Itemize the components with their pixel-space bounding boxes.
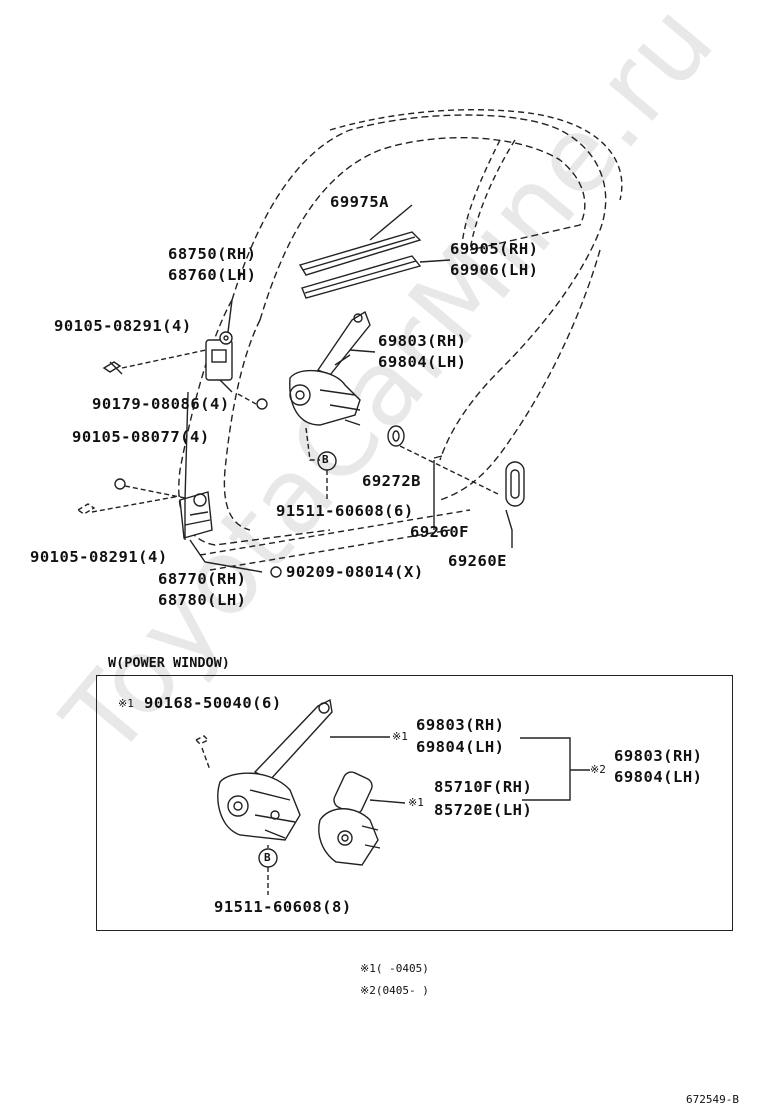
label-69803: 69803(RH) (378, 332, 467, 350)
run-channel-69975A (298, 231, 422, 276)
footnote-1: ※1( -0405) (360, 962, 429, 975)
label-68780: 68780(LH) (158, 591, 247, 609)
label-69804: 69804(LH) (378, 353, 467, 371)
label-90179: 90179-08086(4) (92, 395, 230, 413)
mark-1-b: ※1 (392, 730, 408, 743)
label-90105-08291-a: 90105-08291(4) (54, 317, 192, 335)
label-85720E: 85720E(LH) (434, 801, 533, 819)
bolt-90105-a (102, 349, 207, 375)
label-90168: 90168-50040(6) (144, 694, 282, 712)
callout-b-lower: B (264, 851, 272, 864)
window-motor-85710F (318, 771, 381, 866)
mark-1-c: ※1 (408, 796, 424, 809)
hinge-68770 (179, 491, 263, 573)
pin-90209 (270, 566, 282, 578)
nut-90179 (237, 393, 268, 410)
label-pw-69804: 69804(LH) (416, 738, 505, 756)
bolt-90105-b (114, 478, 196, 501)
footnote-2: ※2(0405- ) (360, 984, 429, 997)
label-68770: 68770(RH) (158, 570, 247, 588)
power-window-box (96, 675, 733, 931)
diagram-id: 672549-B (686, 1093, 739, 1106)
bolt-90105-c (76, 495, 181, 515)
label-91511-upper: 91511-60608(6) (276, 502, 414, 520)
mark-2: ※2 (590, 763, 606, 776)
window-regulator-69803-pw (217, 698, 333, 841)
door-outer-edge (329, 109, 623, 201)
run-channel-69905 (301, 255, 422, 299)
label-69260E: 69260E (448, 552, 507, 570)
mark-1-a: ※1 (118, 697, 134, 710)
bolt-90168 (194, 735, 211, 771)
callout-b-upper: B (322, 453, 330, 466)
seal-69272B (387, 425, 405, 447)
label-69975A: 69975A (330, 193, 389, 211)
label-90105-08077: 90105-08077(4) (72, 428, 210, 446)
handle-69260E (505, 461, 525, 507)
label-68760: 68760(LH) (168, 266, 257, 284)
hinge-68750 (205, 331, 233, 393)
label-pw-91511: 91511-60608(8) (214, 898, 352, 916)
label-68750: 68750(RH) (168, 245, 257, 263)
label-69260F: 69260F (410, 523, 469, 541)
section-header-power-window: W(POWER WINDOW) (108, 655, 230, 671)
label-69272B: 69272B (362, 472, 421, 490)
label-69906: 69906(LH) (450, 261, 539, 279)
door-outline (231, 114, 607, 461)
label-90105-08291-c: 90105-08291(4) (30, 548, 168, 566)
label-pw-69803b: 69803(RH) (614, 747, 703, 765)
label-pw-69804b: 69804(LH) (614, 768, 703, 786)
label-90209: 90209-08014(X) (286, 563, 424, 581)
door-frame-inner (259, 136, 586, 321)
label-69905: 69905(RH) (450, 240, 539, 258)
label-pw-69803: 69803(RH) (416, 716, 505, 734)
window-regulator-69803 (289, 310, 371, 426)
label-85710F: 85710F(RH) (434, 778, 533, 796)
